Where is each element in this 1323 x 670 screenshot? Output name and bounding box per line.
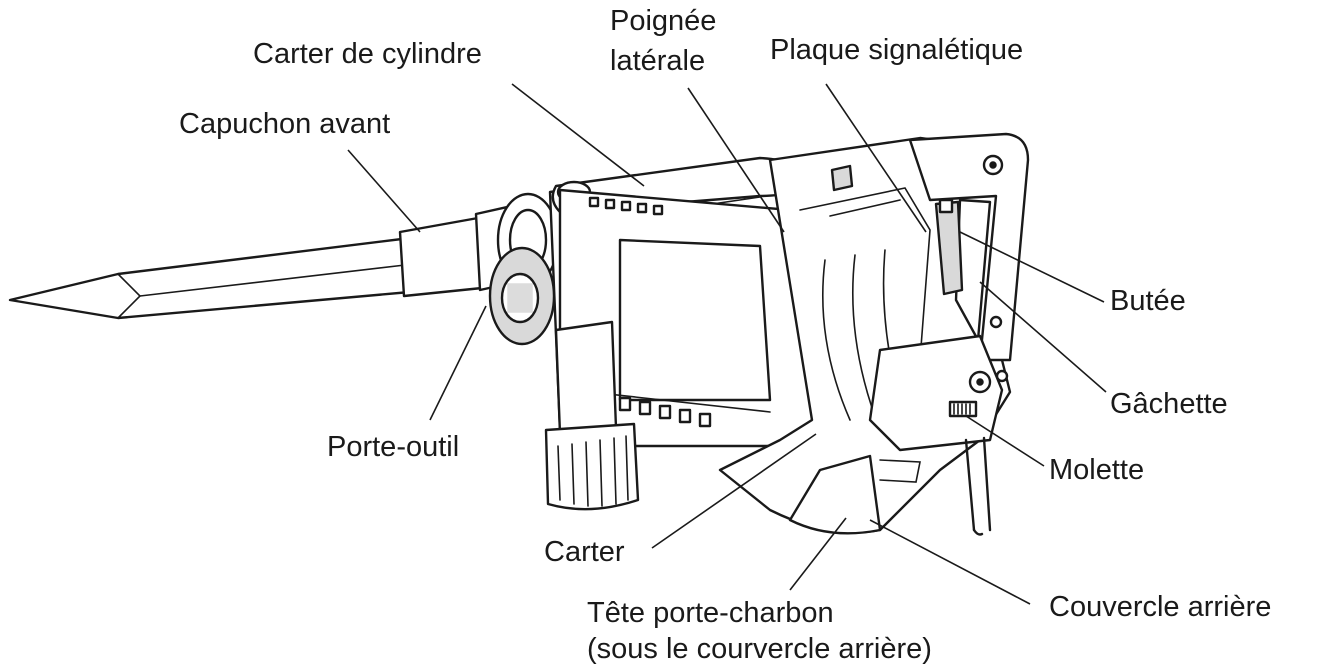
label-tete-porte-charbon-line2: (sous le courvercle arrière) bbox=[587, 633, 932, 665]
label-carter-de-cylindre: Carter de cylindre bbox=[253, 38, 482, 70]
label-couvercle-arriere: Couvercle arrière bbox=[1049, 591, 1272, 623]
chisel-bit bbox=[8, 236, 412, 320]
label-plaque-signaletique: Plaque signalétique bbox=[770, 34, 1024, 66]
side-handle bbox=[558, 188, 820, 448]
label-porte-outil: Porte-outil bbox=[327, 431, 460, 463]
label-capuchon-avant: Capuchon avant bbox=[179, 108, 391, 140]
label-tete-porte-charbon-line1: Tête porte-charbon bbox=[587, 597, 834, 629]
leader-lines bbox=[347, 83, 1107, 605]
label-butee: Butée bbox=[1110, 285, 1186, 317]
label-molette: Molette bbox=[1049, 454, 1145, 486]
label-gachette: Gâchette bbox=[1110, 388, 1228, 420]
rear-cover bbox=[788, 454, 921, 535]
label-carter: Carter bbox=[544, 536, 625, 568]
side-handle-knob bbox=[544, 320, 640, 511]
trigger-stopper bbox=[934, 198, 964, 296]
power-cord bbox=[964, 436, 992, 536]
label-poignee-line2: latérale bbox=[610, 45, 706, 77]
dial-housing bbox=[868, 315, 1009, 452]
label-poignee-line1: Poignée bbox=[610, 5, 717, 37]
